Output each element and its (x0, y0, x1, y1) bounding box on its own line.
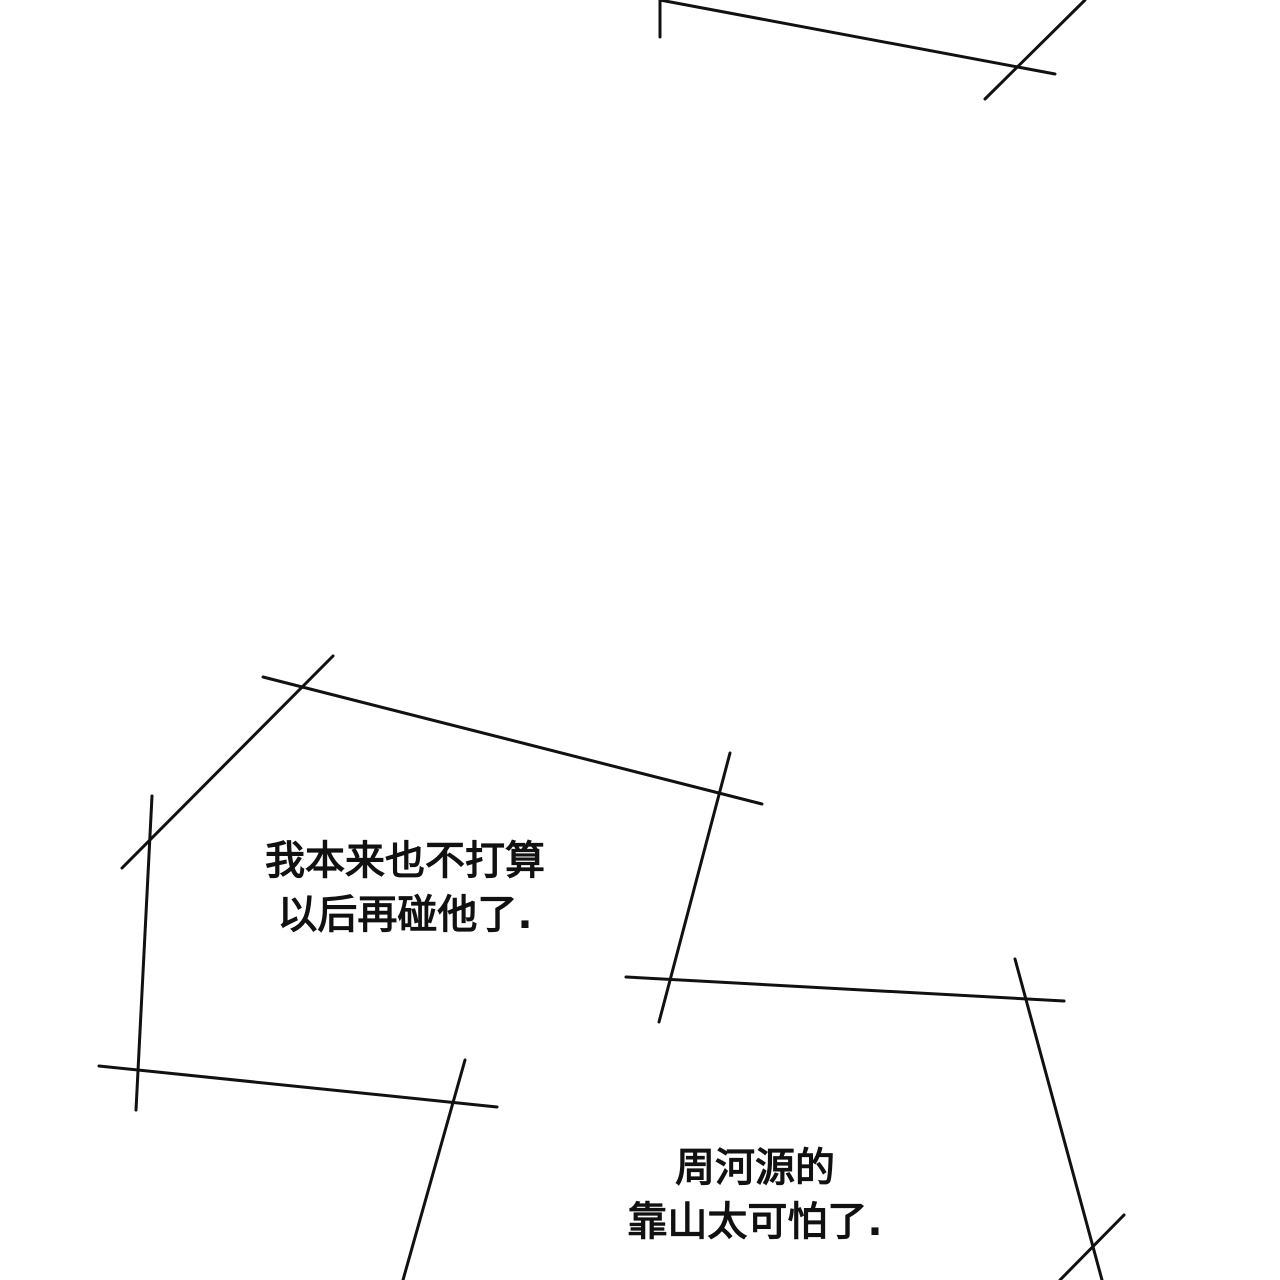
box-line (983, 0, 1087, 101)
box-line (120, 654, 335, 870)
caption-text-2: 周河源的 靠山太可怕了. (555, 1141, 955, 1249)
box-line (1013, 957, 1104, 1280)
box-line (1058, 1213, 1126, 1280)
caption-1-line-1: 我本来也不打算 (265, 838, 545, 884)
box-line (657, 751, 732, 1024)
box-line (97, 1064, 499, 1109)
caption-2-line-2: 靠山太可怕了. (627, 1199, 883, 1245)
box-line (401, 1058, 467, 1280)
caption-2-line-1: 周河源的 (675, 1145, 835, 1191)
box-line (261, 675, 764, 806)
box-line (134, 794, 154, 1112)
box-line (658, 0, 1057, 76)
caption-1-line-2: 以后再碰他了. (277, 892, 533, 938)
box-line (624, 975, 1066, 1003)
caption-text-1: 我本来也不打算 以后再碰他了. (205, 834, 605, 942)
